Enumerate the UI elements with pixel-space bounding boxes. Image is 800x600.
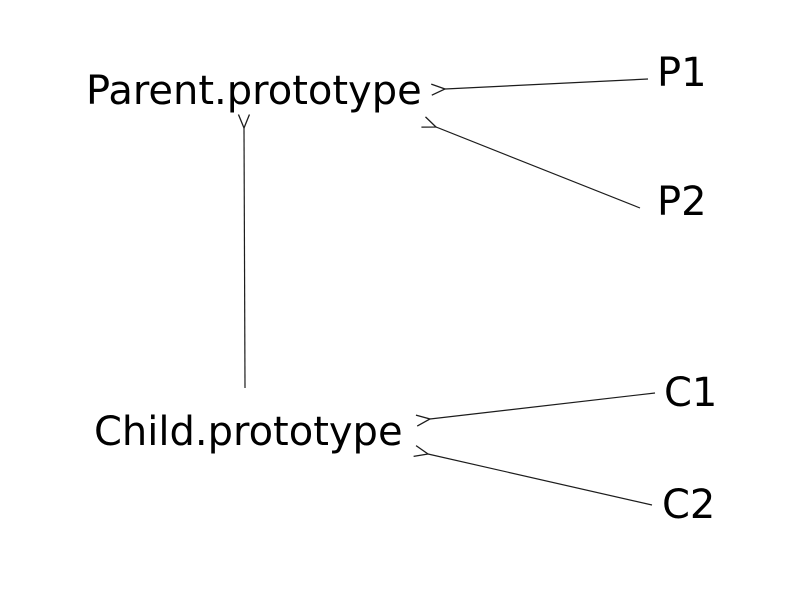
node-label-c2: C2 <box>662 482 716 528</box>
prototype-edges <box>237 78 656 506</box>
node-label-p1: P1 <box>657 50 707 96</box>
edge-c2-to-child-prototype <box>413 445 653 506</box>
node-label-child-prototype: Child.prototype <box>94 409 403 455</box>
edge-c1-to-child-prototype <box>415 392 656 427</box>
node-label-p2: P2 <box>657 179 707 225</box>
edge-p1-to-parent-prototype <box>431 78 649 96</box>
edge-p2-to-parent-prototype <box>421 116 641 209</box>
edge-child-prototype-to-parent-prototype <box>237 114 251 389</box>
node-label-c1: C1 <box>664 370 718 416</box>
node-label-parent-prototype: Parent.prototype <box>86 68 422 114</box>
